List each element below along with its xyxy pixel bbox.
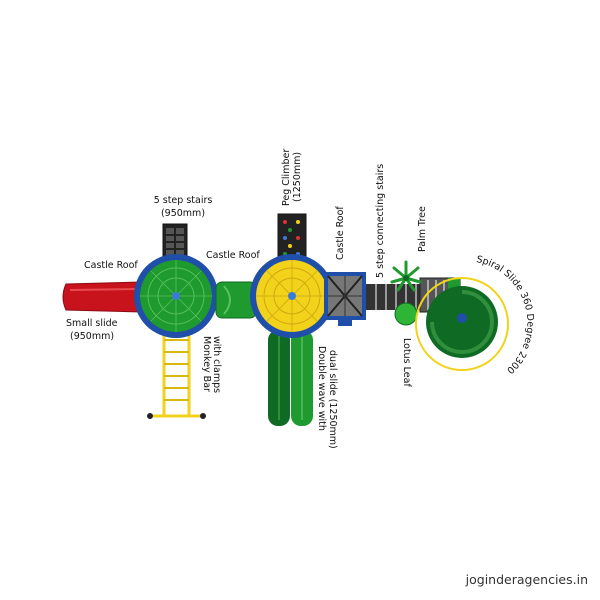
five-step-stairs-label: 5 step stairs: [154, 195, 213, 206]
palm-tree: [390, 260, 422, 292]
monkey-bar-label-2: with clamps: [211, 336, 222, 393]
middle-castle-roof: [250, 254, 334, 338]
small-slide: [62, 281, 143, 313]
watermark: joginderagencies.in: [465, 572, 588, 587]
square-castle-roof: [324, 272, 366, 326]
peg-climber-label-2: (1250mm): [292, 152, 303, 202]
spiral-slide: [415, 277, 509, 371]
five-step-stairs-size-label: (950mm): [161, 208, 205, 219]
connecting-stairs-label: 5 step connecting stairs: [375, 164, 386, 278]
monkey-bar: [147, 330, 206, 419]
castle-roof-left-label: Castle Roof: [84, 260, 138, 271]
small-slide-size-label: (950mm): [70, 331, 114, 342]
double-wave-label-2: dual slide (1250mm): [327, 350, 338, 449]
double-wave-slide: [268, 330, 313, 426]
tube-connector: [215, 281, 257, 319]
peg-climber-label-1: Peg Climber: [281, 149, 292, 206]
double-wave-label-1: Double wave with: [316, 346, 327, 431]
lotus-leaf-label: Lotus Leaf: [401, 338, 412, 387]
monkey-bar-label-1: Monkey Bar: [201, 336, 212, 392]
castle-roof-vertical-label: Castle Roof: [335, 206, 346, 260]
lotus-leaf: [394, 302, 418, 326]
castle-roof-middle-label: Castle Roof: [206, 250, 260, 261]
left-castle-roof: [134, 254, 218, 338]
palm-tree-label: Palm Tree: [417, 206, 428, 252]
small-slide-label: Small slide: [66, 318, 118, 329]
